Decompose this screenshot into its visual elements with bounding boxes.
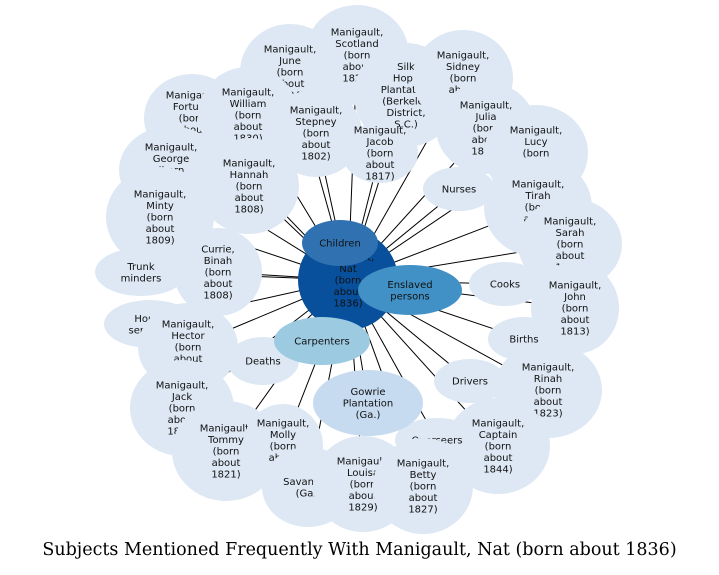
hub-carpenters-label: Carpenters [294, 337, 349, 348]
hub-children[interactable]: Children [302, 220, 378, 266]
node-n1817-shape [342, 123, 418, 183]
hub-carpenters-shape [274, 317, 370, 365]
node-captain-shape [446, 398, 550, 494]
node-stepney-shape [270, 89, 362, 177]
hub-children-shape [302, 220, 378, 266]
node-births-label: Births [509, 335, 538, 346]
hub-children-label: Children [319, 239, 361, 250]
node-binah-shape [174, 228, 262, 316]
node-drivers-shape [434, 359, 506, 403]
node-savannah-label: Savannah(Ga.) [283, 477, 333, 500]
node-cooks-label: Cooks [490, 280, 520, 291]
subject-network-graph: Manigault,Scotland(bornabout1821)SilkHop… [95, 5, 622, 534]
node-n1823a-shape [518, 198, 622, 290]
node-cooks-shape [469, 262, 541, 306]
node-trunk-minders-shape [95, 248, 187, 296]
node-nurses[interactable]: Nurses [423, 167, 495, 211]
node-nurses-shape [423, 167, 495, 211]
hub-gowrie-shape [313, 370, 423, 436]
node-betty-shape [373, 438, 473, 534]
node-cooks[interactable]: Cooks [469, 262, 541, 306]
inner-nodes: Manigault,Nat(bornabout1836)ChildrenEnsl… [274, 220, 462, 436]
node-drivers[interactable]: Drivers [434, 359, 506, 403]
hub-carpenters[interactable]: Carpenters [274, 317, 370, 365]
outer-nodes: Manigault,Scotland(bornabout1821)SilkHop… [95, 5, 622, 534]
figure-caption: Subjects Mentioned Frequently With Manig… [42, 540, 677, 560]
hub-enslaved-shape [358, 265, 462, 315]
node-drivers-label: Drivers [452, 377, 488, 388]
node-hannah-shape [199, 138, 299, 234]
node-deaths-label: Deaths [245, 357, 280, 368]
node-nurses-label: Nurses [442, 185, 477, 196]
